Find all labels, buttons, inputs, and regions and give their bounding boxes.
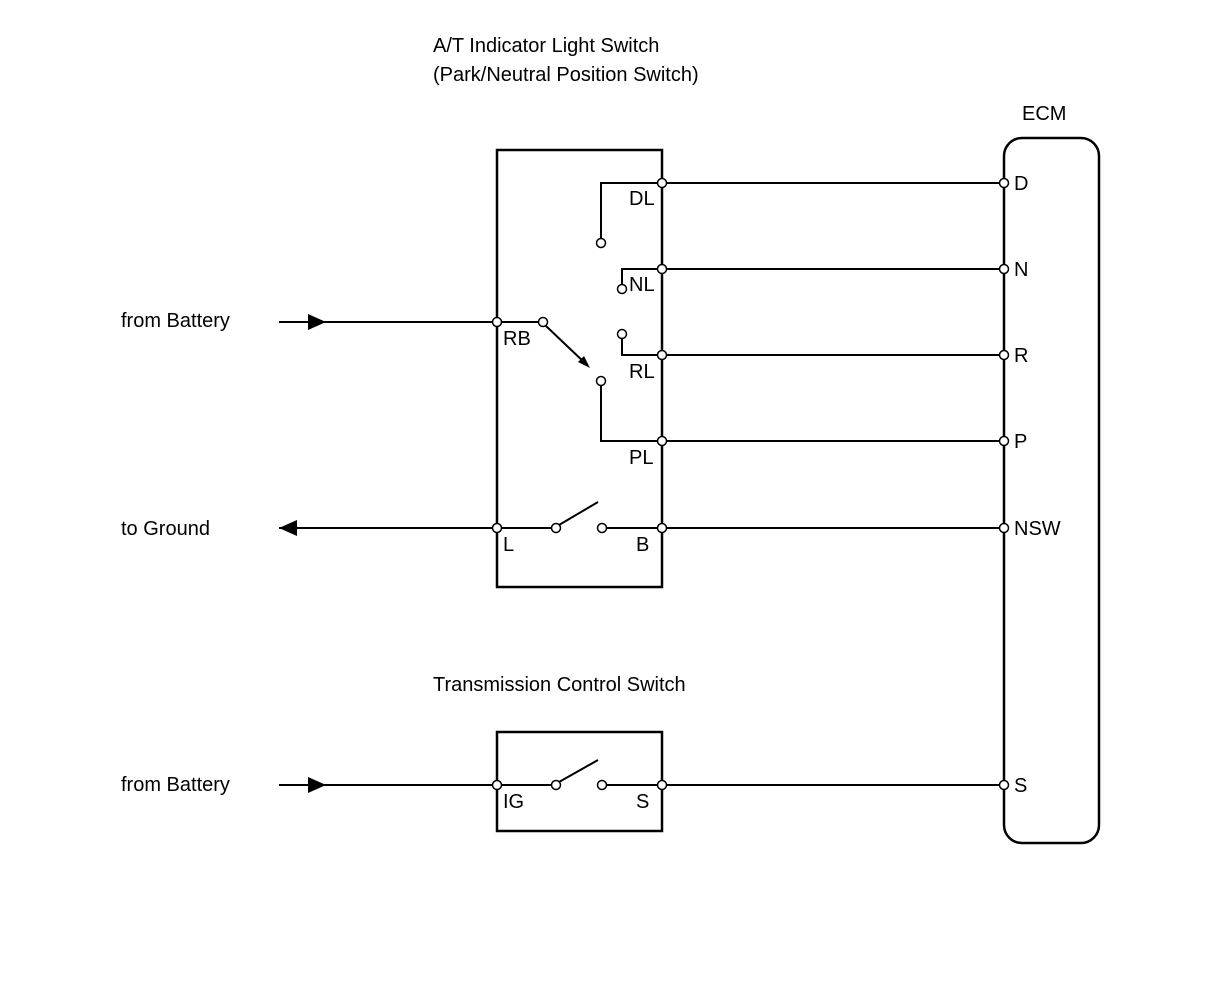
ecm-p-label: P [1014, 431, 1027, 453]
rl-contact-node [616, 328, 628, 340]
terminal-pl-label: PL [629, 447, 653, 469]
terminal-rb-label: RB [503, 328, 531, 350]
terminal-dl-node [656, 177, 668, 189]
terminal-nl-label: NL [629, 274, 655, 296]
ecm-r-node [998, 349, 1010, 361]
battery-bottom-arrow-icon [308, 777, 326, 793]
indicator-switch-title-line1: A/T Indicator Light Switch [433, 35, 659, 57]
pl-contact-wire [600, 385, 662, 442]
lb-switch-blade [558, 501, 599, 526]
dl-contact-wire [600, 182, 662, 239]
ecm-d-node [998, 177, 1010, 189]
rl-contact-wire [621, 338, 662, 356]
transmission-switch-title: Transmission Control Switch [433, 674, 686, 696]
terminal-pl-node [656, 435, 668, 447]
ecm-title: ECM [1022, 103, 1066, 125]
from-battery-bottom-label: from Battery [121, 774, 230, 796]
ground-arrow-icon [279, 520, 297, 536]
lb-switch-node-right [596, 522, 608, 534]
terminal-s-label: S [636, 791, 649, 813]
terminal-rb-node [491, 316, 503, 328]
ecm-n-node [998, 263, 1010, 275]
ecm-d-label: D [1014, 173, 1028, 195]
terminal-l-label: L [503, 534, 514, 556]
to-ground-label: to Ground [121, 518, 210, 540]
terminal-nl-node [656, 263, 668, 275]
terminal-dl-label: DL [629, 188, 655, 210]
battery-top-arrow-icon [308, 314, 326, 330]
terminal-b-label: B [636, 534, 649, 556]
ig-switch-node-left [550, 779, 562, 791]
terminal-ig-node [491, 779, 503, 791]
terminal-rl-label: RL [629, 361, 655, 383]
terminal-b-node [656, 522, 668, 534]
indicator-switch-box [495, 148, 664, 589]
ecm-nsw-node [998, 522, 1010, 534]
from-battery-top-label: from Battery [121, 310, 230, 332]
ecm-p-node [998, 435, 1010, 447]
ecm-n-label: N [1014, 259, 1028, 281]
ecm-s-node [998, 779, 1010, 791]
ig-switch-blade [558, 759, 599, 783]
terminal-ig-label: IG [503, 791, 524, 813]
indicator-switch-title-line2: (Park/Neutral Position Switch) [433, 64, 699, 86]
wiper-arm [545, 325, 587, 365]
ecm-box [1002, 136, 1101, 845]
terminal-s-node [656, 779, 668, 791]
wiper-pivot-node [537, 316, 549, 328]
nl-contact-node [616, 283, 628, 295]
terminal-rl-node [656, 349, 668, 361]
pl-contact-node [595, 375, 607, 387]
ig-switch-node-right [596, 779, 608, 791]
nl-contact-wire [621, 268, 662, 285]
terminal-l-node [491, 522, 503, 534]
ecm-r-label: R [1014, 345, 1028, 367]
ecm-nsw-label: NSW [1014, 518, 1061, 540]
ecm-s-label: S [1014, 775, 1027, 797]
dl-contact-node [595, 237, 607, 249]
lb-switch-node-left [550, 522, 562, 534]
wiper-arrow-icon [578, 356, 590, 368]
transmission-switch-box [495, 730, 664, 833]
